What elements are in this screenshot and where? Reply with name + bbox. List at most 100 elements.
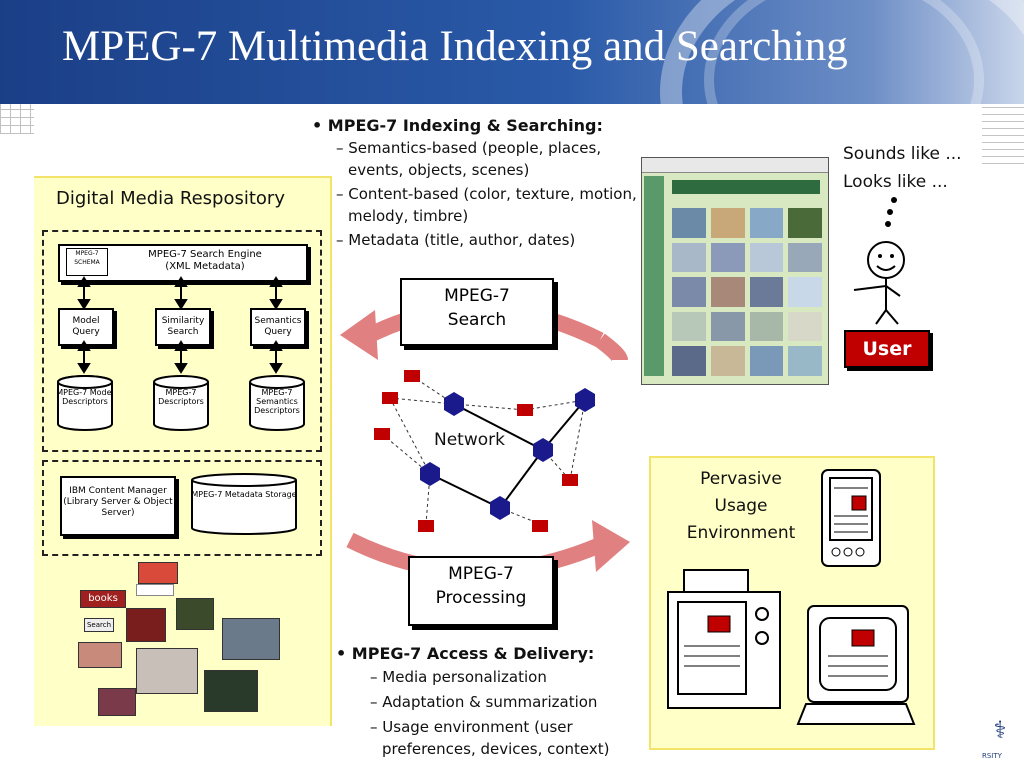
result-image[interactable] (710, 311, 745, 342)
tv-icon (667, 569, 781, 709)
pda-icon (821, 469, 881, 567)
university-logo: ⚕ (993, 716, 1007, 744)
thought-sounds: Sounds like ... (843, 144, 962, 164)
network-terminal (532, 520, 548, 532)
network-node (444, 392, 464, 416)
descriptors-label: MPEG-7 Descriptors (158, 388, 204, 406)
semantics-descriptors-cylinder: MPEG-7 Semantics Descriptors (248, 374, 306, 432)
browser-screenshot (641, 157, 829, 385)
result-image[interactable] (710, 346, 745, 376)
indexing-item-text: Semantics-based (people, places, events,… (348, 139, 602, 179)
network-terminal (562, 474, 578, 486)
indexing-section: • MPEG-7 Indexing & Searching: – Semanti… (312, 116, 642, 251)
cylinder-shape (249, 375, 305, 431)
grid-decoration-left (0, 104, 34, 134)
search-engine-label: MPEG-7 Search Engine (XML Metadata) (112, 249, 298, 273)
access-item-text: Media personalization (382, 668, 547, 686)
search-box-line2: Search (447, 310, 507, 330)
indexing-heading-text: MPEG-7 Indexing & Searching: (327, 116, 603, 135)
media-thumbnail (204, 670, 258, 712)
model-descriptors-label: MPEG-7 Model Descriptors (56, 388, 114, 406)
media-thumbnail (222, 618, 280, 660)
result-image[interactable] (749, 242, 784, 273)
repository-arrows (77, 276, 283, 374)
title-banner (0, 0, 1024, 104)
result-image[interactable] (749, 311, 784, 342)
result-image[interactable] (672, 277, 706, 307)
result-image[interactable] (788, 242, 822, 273)
network-node (490, 496, 510, 520)
media-thumbnail (136, 648, 198, 694)
result-image[interactable] (710, 208, 745, 238)
thought-looks: Looks like ... (843, 172, 948, 192)
search-engine-line2: (XML Metadata) (165, 261, 245, 272)
media-thumbnail (176, 598, 214, 630)
logo-subtext: RSITY (982, 752, 1002, 760)
user-button[interactable]: User (844, 330, 930, 368)
metadata-storage-label: MPEG-7 Metadata Storage (191, 490, 297, 499)
result-image[interactable] (749, 346, 784, 376)
result-image[interactable] (672, 242, 706, 273)
pervasive-label: Pervasive Usage Environment (676, 466, 806, 547)
mpeg7-search-box: MPEG-7 Search (400, 278, 554, 346)
semantics-descriptors-label: MPEG-7 Semantics Descriptors (254, 388, 300, 415)
indexing-item-text: Metadata (title, author, dates) (348, 231, 576, 249)
cylinder-shape (57, 375, 113, 431)
computer-icon (796, 605, 916, 725)
network-node (420, 462, 440, 486)
indexing-heading: • MPEG-7 Indexing & Searching: (312, 116, 603, 135)
result-image[interactable] (672, 208, 706, 238)
media-thumbnail (126, 608, 166, 642)
result-image[interactable] (788, 208, 822, 238)
result-image[interactable] (672, 346, 706, 376)
cylinder-shape (153, 375, 209, 431)
slide-title: MPEG-7 Multimedia Indexing and Searching (62, 23, 848, 70)
network-terminal (404, 370, 420, 382)
network-terminal (517, 404, 533, 416)
books-logo: books (80, 590, 126, 608)
result-image[interactable] (672, 311, 706, 342)
indexing-item-text: Content-based (color, texture, motion, m… (348, 185, 637, 225)
search-engine-group (42, 230, 322, 452)
metadata-storage-cylinder: MPEG-7 Metadata Storage (188, 472, 300, 536)
result-image[interactable] (788, 277, 822, 307)
result-image[interactable] (788, 346, 822, 376)
media-thumbnail (138, 562, 178, 584)
access-heading: • MPEG-7 Access & Delivery: (336, 644, 595, 663)
browser-sidebar (644, 176, 664, 376)
indexing-item: – Content-based (color, texture, motion,… (336, 185, 637, 225)
descriptors-cylinder: MPEG-7 Descriptors (152, 374, 210, 432)
result-image[interactable] (749, 208, 784, 238)
network-label: Network (434, 430, 505, 450)
storage-group (42, 460, 322, 556)
pervasive-line3: Environment (686, 523, 796, 543)
browser-header (672, 180, 820, 194)
access-item-text: Adaptation & summarization (382, 693, 598, 711)
result-image[interactable] (788, 311, 822, 342)
pervasive-line1: Pervasive (700, 469, 782, 489)
repository-title: Digital Media Respository (56, 188, 285, 209)
indexing-item: – Metadata (title, author, dates) (336, 231, 576, 249)
access-item: – Usage environment (user preferences, d… (370, 718, 610, 758)
access-item-text: Usage environment (user preferences, dev… (382, 718, 610, 758)
network-graph (374, 370, 595, 532)
indexing-item: – Semantics-based (people, places, event… (336, 139, 602, 179)
stick-figure-icon (853, 197, 905, 325)
grid-decoration-right (982, 104, 1024, 164)
search-mini-button: Search (84, 618, 114, 632)
network-terminal (382, 392, 398, 404)
result-image[interactable] (710, 277, 745, 307)
processing-box-line2: Processing (435, 588, 527, 608)
result-image[interactable] (710, 242, 745, 273)
access-heading-text: MPEG-7 Access & Delivery: (351, 644, 595, 663)
cylinder-shape (191, 473, 297, 535)
access-item: – Adaptation & summarization (370, 693, 598, 711)
result-image[interactable] (749, 277, 784, 307)
processing-box-line1: MPEG-7 (448, 564, 514, 584)
semantics-query-box: Semantics Query (250, 308, 306, 346)
media-thumbnail (136, 584, 174, 596)
content-manager-box: IBM Content Manager (Library Server & Ob… (60, 476, 176, 536)
schema-box: MPEG-7 SCHEMA (66, 248, 108, 276)
banner-swirl-inner (704, 0, 984, 104)
pervasive-line2: Usage (714, 496, 768, 516)
